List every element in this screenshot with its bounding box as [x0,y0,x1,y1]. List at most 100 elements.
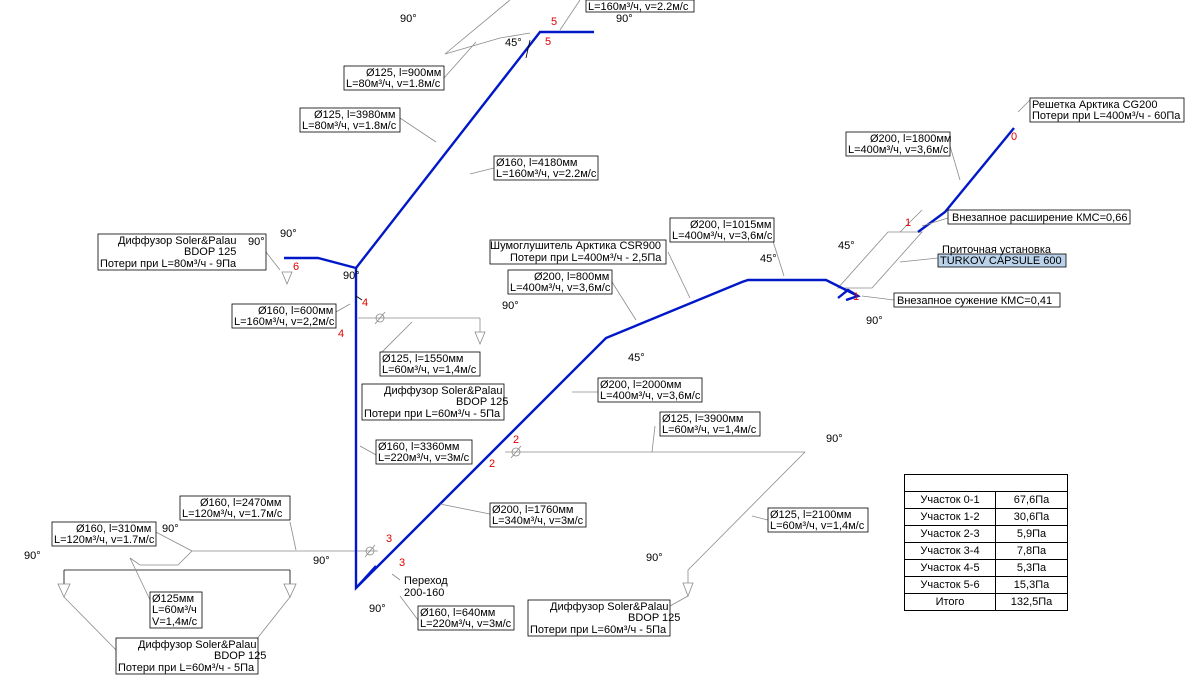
damper-marks [364,311,522,558]
table-row: Участок 2-3 5,9Па [904,525,1068,543]
node-6: 6 [293,261,299,273]
angle-branch3-b: 90° [24,550,41,562]
table-total-row: Итого 132,5Па [904,593,1068,611]
diffuser-top-left-title: Диффузор Soler&Palau [118,235,236,247]
br4-flow: L=60м³/ч, v=1,4м/с [382,364,477,376]
vertical-diameter: Ø160, l=3360мм [378,441,460,453]
angle-top-left: 90° [400,13,417,25]
bottom-flow: L=220м³/ч, v=3м/с [420,618,512,630]
table-row: Участок 3-4 7,8Па [904,542,1068,560]
br3c-flow: L=60м³/ч [152,604,197,616]
seg23-flow: L=340м³/ч, v=3м/с [492,515,584,527]
diffuser-mid-loss: Потери при L=60м³/ч - 5Па [364,408,501,420]
node-3-top: 3 [386,533,392,545]
br2b-flow: L=60м³/ч, v=1,4м/с [770,520,865,532]
seg01-flow: L=400м³/ч, v=3,6м/с [848,144,949,156]
angle-contraction: 90° [866,315,883,327]
section-name: Участок 1-2 [904,508,996,526]
transition-size: 200-160 [404,587,444,599]
table-header [904,474,1068,492]
diffuser-mid-model: BDOP 125 [456,396,508,408]
section-loss: 5,9Па [995,525,1068,543]
section-loss: 5,3Па [995,559,1068,577]
table-row: Участок 5-6 15,3Па [904,576,1068,594]
node-3-bottom: 3 [399,557,405,569]
label-texts: Решетка Арктика CG200 Потери при L=400м³… [54,1,1181,674]
node-5-top: 5 [551,16,557,28]
node-1-bottom: 1 [853,291,859,303]
transition-label: Переход [404,575,448,587]
top-diameter: Ø200, l=1015мм [690,219,772,231]
diffuser-bottom-left-model: BDOP 125 [214,650,266,662]
br5-flow: L=80м³/ч, v=1.8м/с [302,120,397,132]
pressure-loss-table: Участок 0-1 67,6Па Участок 1-2 30,6Па Уч… [904,474,1068,611]
section-loss: 30,6Па [995,508,1068,526]
expansion-label: Внезапное расширение КМС=0,66 [952,212,1127,224]
section-loss: 67,6Па [995,491,1068,509]
angle-branch4: 90° [502,300,519,312]
table-row: Участок 4-5 5,3Па [904,559,1068,577]
lower-diameter: Ø200, l=2000мм [600,379,682,391]
table-header-row [904,474,1068,492]
node-2-bottom: 2 [489,458,495,470]
seg23-diameter: Ø200, l=1760мм [492,504,574,516]
grille-title: Решетка Арктика CG200 [1032,99,1157,111]
br5b-flow: L=80м³/ч, v=1.8м/с [346,78,441,90]
angle-branch3-c: 90° [313,555,330,567]
br3c-velocity: V=1,4м/с [152,616,198,628]
vertical-flow: L=220м³/ч, v=3м/с [378,452,470,464]
top-cut-flow: L=160м³/ч, v=2.2м/с [588,1,689,13]
angle-branch2-diffuser: 90° [646,552,663,564]
ahu-label: Приточная установка [942,244,1052,256]
node-2-top: 2 [513,434,519,446]
br5-diameter: Ø125, l=3980мм [314,109,396,121]
seg45-diameter: Ø160, l=600мм [258,305,333,317]
ahu-model: TURKOV CAPSULE 600 [940,255,1062,267]
br3-diameter: Ø160, l=2470мм [200,497,282,509]
diffuser-symbols [57,271,694,598]
angle-bottom: 90° [369,603,386,615]
table-row: Участок 1-2 30,6Па [904,508,1068,526]
node-1-top: 1 [905,217,911,229]
seg45-flow: L=160м³/ч, v=2,2м/с [234,316,335,328]
grille-loss: Потери при L=400м³/ч - 60Па [1032,110,1181,122]
section-loss: 15,3Па [995,576,1068,594]
mid-diameter: Ø200, l=800мм [534,271,609,283]
section-name: Участок 0-1 [904,491,996,509]
node-numbers: 0 1 1 2 2 3 3 4 4 5 5 6 [293,16,1017,569]
diffuser-bottom-left-title: Диффузор Soler&Palau [138,639,256,651]
angle-ahu: 45° [838,240,855,252]
diffuser-right-loss: Потери при L=60м³/ч - 5Па [530,624,667,636]
seg01-diameter: Ø200, l=1800мм [870,133,952,145]
label-boxes [51,0,1185,675]
angle-node5: 45° [505,37,522,49]
angle-left-a: 90° [280,228,297,240]
angle-top-duct: 45° [760,253,777,265]
section-loss: 7,8Па [995,542,1068,560]
total-label: Итого [904,593,996,611]
angle-markers: 90° 90° 45° 90° 90° 90° 45° 45° 90° 90° … [24,13,883,615]
br2-flow: L=60м³/ч, v=1,4м/с [662,424,757,436]
section-name: Участок 5-6 [904,576,996,594]
node-4-bottom: 4 [338,328,344,340]
long-diameter: Ø160, l=4180мм [496,157,578,169]
lower-flow: L=400м³/ч, v=3,6м/с [600,390,701,402]
br3-flow: L=120м³/ч, v=1.7м/с [182,508,283,520]
diffuser-bottom-left-loss: Потери при L=60м³/ч - 5Па [118,662,255,674]
bottom-diameter: Ø160, l=640мм [420,607,495,619]
br2b-diameter: Ø125, l=2100мм [770,509,852,521]
table-row: Участок 0-1 67,6Па [904,491,1068,509]
br3b-flow: L=120м³/ч, v=1.7м/с [54,534,155,546]
silencer-loss: Потери при L=400м³/ч - 2,5Па [510,252,662,264]
diffuser-right-title: Диффузор Soler&Palau [550,601,668,613]
node-4-top: 4 [362,297,368,309]
total-loss: 132,5Па [995,593,1068,611]
top-flow: L=400м³/ч, v=3,6м/с [672,230,773,242]
diffuser-top-left-loss: Потери при L=80м³/ч - 9Па [100,258,237,270]
section-name: Участок 4-5 [904,559,996,577]
br2-diameter: Ø125, l=3900мм [662,413,744,425]
angle-vertical-top: 90° [343,270,360,282]
angle-branch2: 90° [826,433,843,445]
node-0: 0 [1011,131,1017,143]
